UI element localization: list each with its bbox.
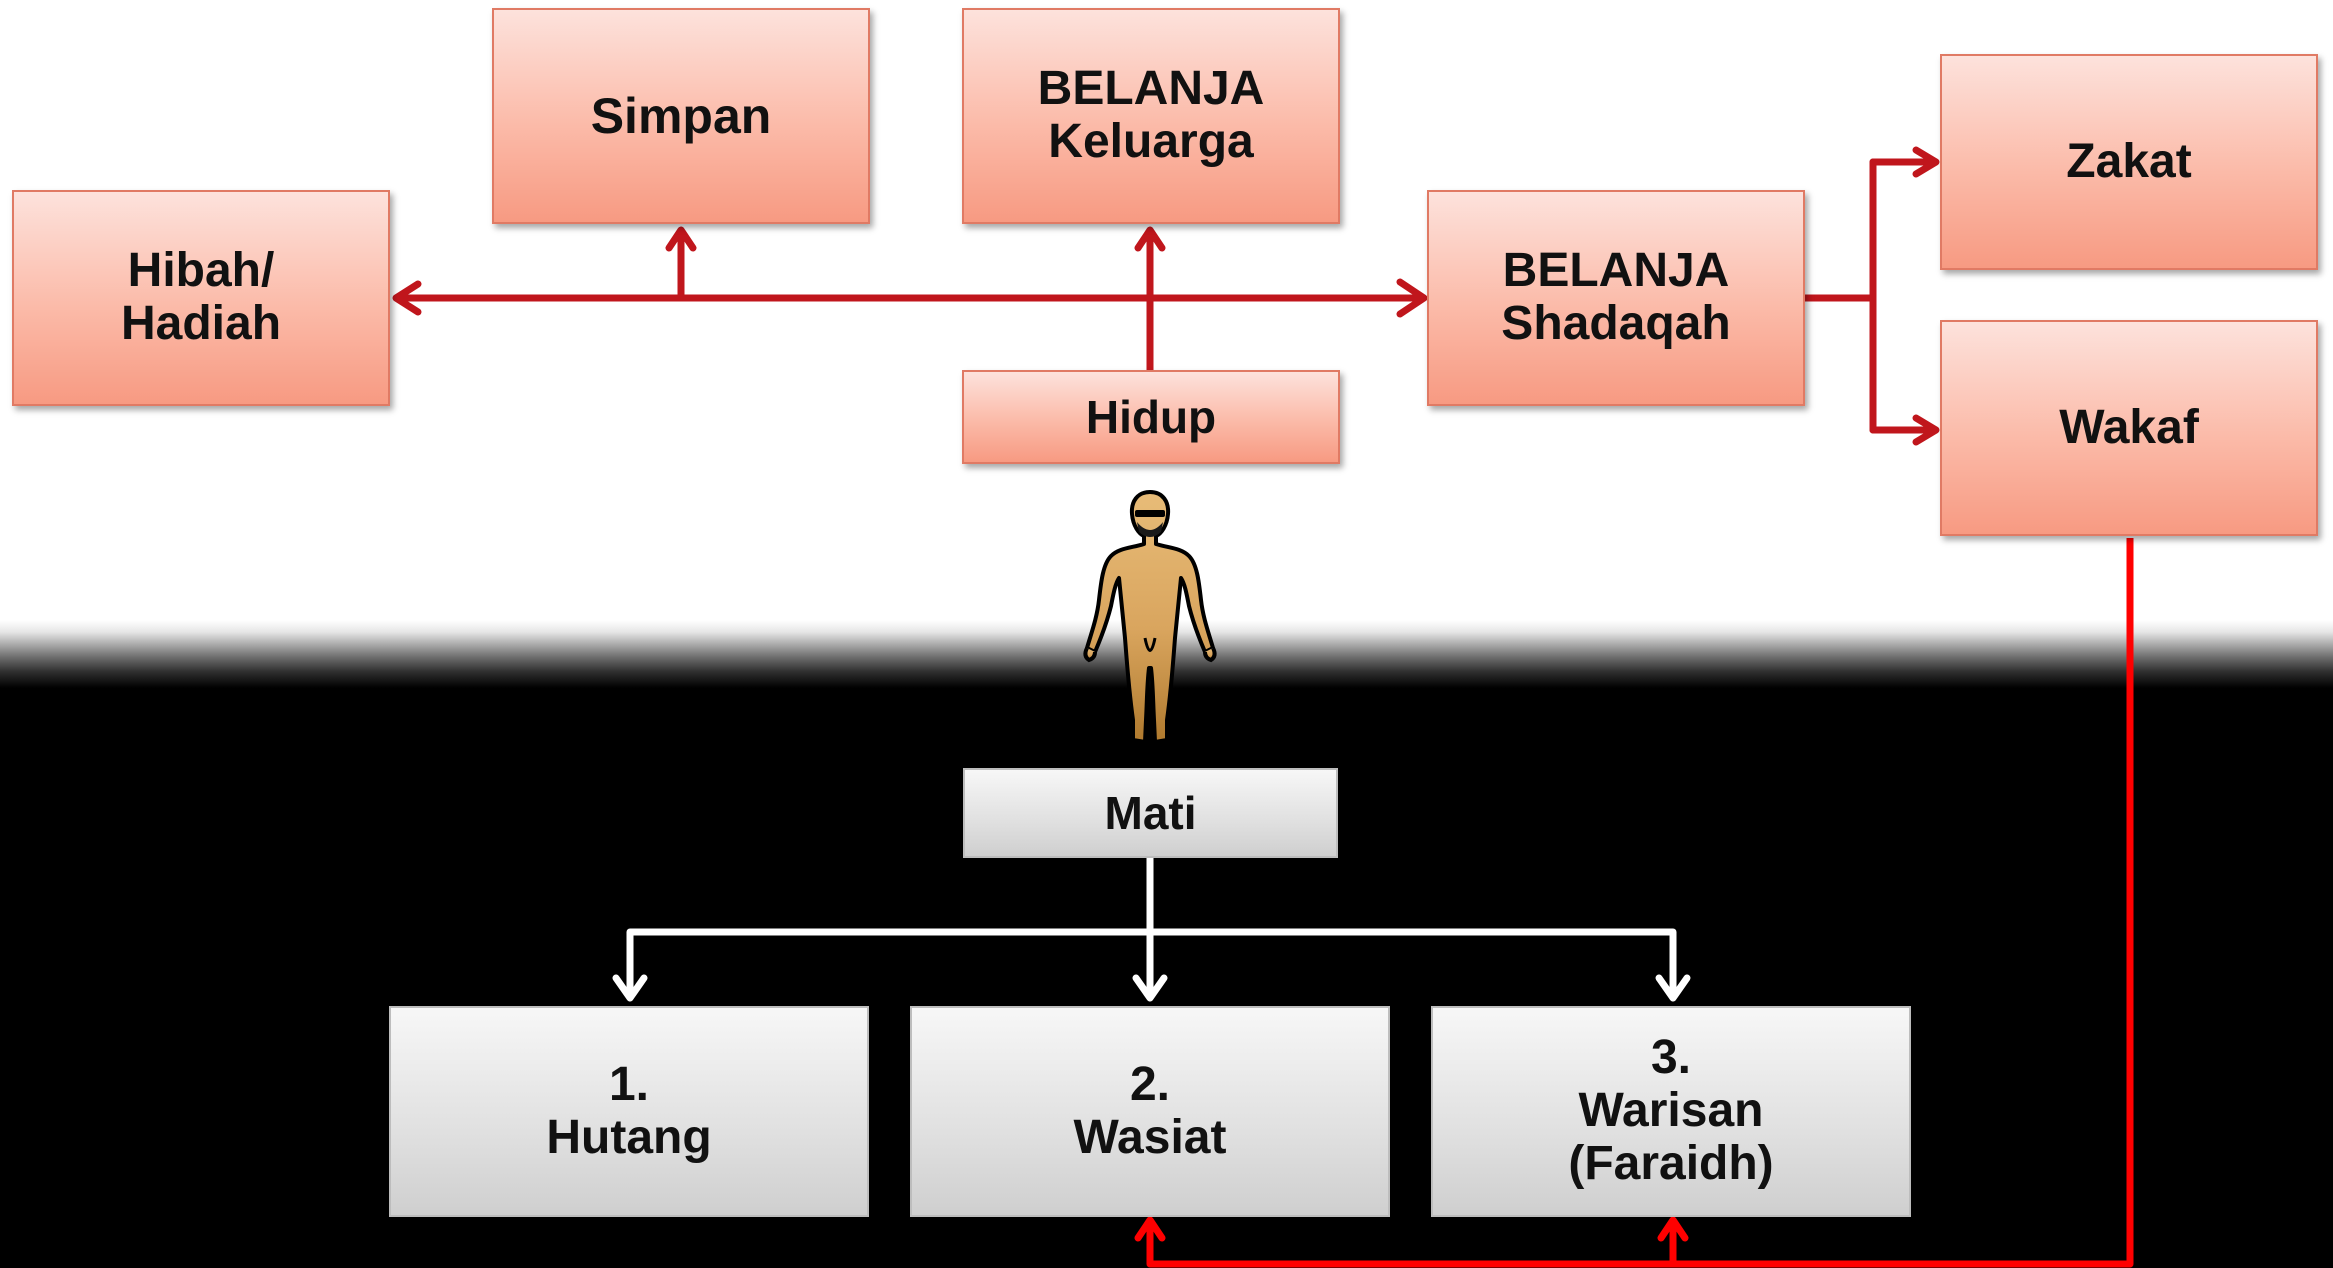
wakaf-return-connector bbox=[1134, 538, 2134, 1268]
node-zakat: Zakat bbox=[1940, 54, 2318, 270]
node-warisan-line1: 3. bbox=[1650, 1031, 1692, 1085]
node-warisan-line2: Warisan bbox=[1578, 1084, 1764, 1138]
node-simpan: Simpan bbox=[492, 8, 870, 224]
node-hutang: 1. Hutang bbox=[389, 1006, 869, 1217]
living-connectors bbox=[392, 146, 1940, 446]
node-hutang-line2: Hutang bbox=[546, 1110, 712, 1164]
node-hidup-label: Hidup bbox=[1085, 390, 1217, 443]
node-belanja-keluarga: BELANJA Keluarga bbox=[962, 8, 1340, 224]
node-zakat-label: Zakat bbox=[2066, 134, 2192, 188]
node-warisan-line3: (Faraidh) bbox=[1568, 1136, 1774, 1190]
node-belanja-keluarga-line2: Keluarga bbox=[1048, 115, 1254, 168]
node-belanja-shadaqah-line1: BELANJA bbox=[1502, 244, 1730, 298]
arrow-wakaf-to-warisan bbox=[1657, 1216, 1689, 1242]
arrow-to-hibah bbox=[392, 280, 422, 316]
node-warisan: 3. Warisan (Faraidh) bbox=[1431, 1006, 1911, 1217]
death-connectors bbox=[612, 854, 1691, 1002]
node-belanja-shadaqah-line2: Shadaqah bbox=[1501, 297, 1731, 350]
node-hidup: Hidup bbox=[962, 370, 1340, 464]
arrow-to-hutang bbox=[612, 974, 648, 1002]
node-wakaf: Wakaf bbox=[1940, 320, 2318, 536]
node-hibah-hadiah: Hibah/ Hadiah bbox=[12, 190, 390, 406]
wakaf-line-to-wasiat bbox=[1146, 538, 2134, 1268]
node-mati-label: Mati bbox=[1104, 786, 1197, 839]
node-wakaf-label: Wakaf bbox=[2059, 400, 2199, 454]
node-wasiat: 2. Wasiat bbox=[910, 1006, 1390, 1217]
line-mati-branch bbox=[626, 928, 1677, 999]
arrow-to-zakat bbox=[1912, 146, 1940, 178]
arrow-to-wasiat bbox=[1132, 974, 1168, 1002]
arrow-to-keluarga bbox=[1134, 226, 1166, 252]
arrow-to-shadaqah bbox=[1396, 278, 1428, 318]
node-hutang-line1: 1. bbox=[608, 1057, 650, 1111]
node-mati: Mati bbox=[963, 768, 1338, 858]
arrow-to-warisan bbox=[1655, 974, 1691, 1002]
node-hibah-hadiah-line2: Hadiah bbox=[120, 297, 282, 350]
human-figure-icon bbox=[1083, 490, 1217, 744]
node-hibah-hadiah-line1: Hibah/ bbox=[127, 244, 275, 298]
node-simpan-label: Simpan bbox=[590, 87, 772, 144]
arrow-wakaf-to-wasiat bbox=[1134, 1216, 1166, 1242]
node-wasiat-line1: 2. bbox=[1129, 1057, 1171, 1111]
node-belanja-keluarga-line1: BELANJA bbox=[1037, 62, 1265, 116]
arrow-to-simpan bbox=[665, 226, 697, 252]
node-wasiat-line2: Wasiat bbox=[1073, 1110, 1227, 1164]
arrow-to-wakaf bbox=[1912, 414, 1940, 446]
node-belanja-shadaqah: BELANJA Shadaqah bbox=[1427, 190, 1805, 406]
